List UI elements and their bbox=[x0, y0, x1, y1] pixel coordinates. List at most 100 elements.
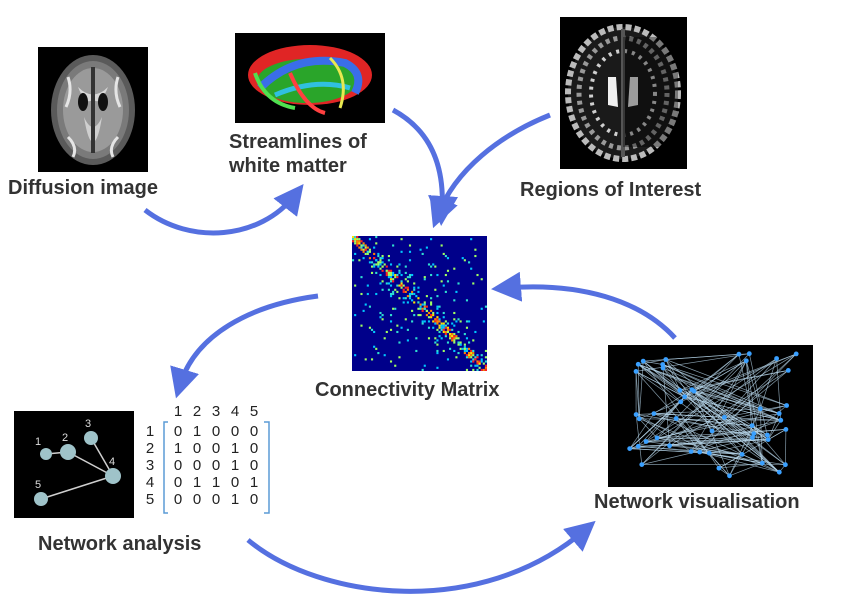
heatmap-cell bbox=[434, 341, 437, 344]
heatmap-cell bbox=[444, 254, 447, 258]
heatmap-cell bbox=[400, 250, 403, 253]
heatmap-cell bbox=[379, 257, 382, 260]
adjacency-row-header: 1 bbox=[146, 423, 154, 440]
heatmap-cell bbox=[379, 267, 382, 270]
heatmap-cell bbox=[465, 356, 469, 359]
graph-node-3 bbox=[84, 431, 98, 445]
heatmap-cell bbox=[383, 354, 386, 357]
heatmap-cell bbox=[411, 292, 414, 296]
heatmap-cell bbox=[476, 362, 479, 365]
heatmap-cell bbox=[387, 282, 390, 285]
heatmap-cell bbox=[370, 261, 374, 264]
heatmap-cell bbox=[413, 301, 416, 304]
heatmap-cell bbox=[368, 257, 371, 260]
network-node bbox=[793, 351, 799, 357]
heatmap-cell bbox=[381, 314, 384, 317]
heatmap-cell bbox=[442, 311, 445, 315]
heatmap-cell bbox=[402, 301, 405, 304]
heatmap-cell bbox=[360, 244, 363, 247]
heatmap-cell bbox=[449, 347, 452, 350]
graph-node-label-1: 1 bbox=[35, 436, 41, 448]
heatmap-cell bbox=[398, 269, 401, 272]
heatmap-cell bbox=[417, 290, 420, 293]
network-edge bbox=[679, 360, 747, 391]
heatmap-cell bbox=[457, 337, 460, 340]
heatmap-cell bbox=[442, 284, 445, 287]
heatmap-cell bbox=[451, 335, 454, 338]
network-node bbox=[688, 449, 694, 454]
network-edge bbox=[718, 454, 743, 469]
graph-node-2 bbox=[60, 444, 76, 460]
network-edge bbox=[638, 361, 644, 419]
graph-node-label-5: 5 bbox=[35, 479, 41, 491]
heatmap-cell bbox=[480, 358, 483, 361]
heatmap-cell bbox=[354, 236, 357, 239]
heatmap-cell bbox=[373, 330, 376, 334]
heatmap-cell bbox=[457, 341, 460, 344]
heatmap-cell bbox=[423, 307, 426, 310]
heatmap-cell bbox=[482, 320, 485, 323]
network-edge bbox=[693, 390, 743, 455]
heatmap-cell bbox=[421, 307, 424, 310]
heatmap-cell bbox=[465, 347, 469, 350]
heatmap-cell bbox=[417, 286, 420, 289]
heatmap-cell bbox=[406, 301, 409, 304]
heatmap-cell bbox=[442, 252, 445, 255]
adjacency-cell: 0 bbox=[212, 491, 220, 508]
heatmap-cell bbox=[356, 240, 359, 243]
heatmap-cell bbox=[392, 271, 395, 274]
heatmap-cell bbox=[470, 352, 473, 355]
heatmap-cell bbox=[457, 330, 460, 334]
network-edge bbox=[656, 437, 769, 440]
heatmap-cell bbox=[408, 295, 412, 298]
network-node bbox=[783, 427, 789, 432]
adjacency-col-header: 1 bbox=[174, 403, 182, 420]
heatmap-cell bbox=[404, 265, 407, 268]
adjacency-cell: 0 bbox=[174, 423, 182, 440]
network-node bbox=[660, 365, 666, 371]
heatmap-cell bbox=[465, 349, 469, 353]
network-edge bbox=[693, 390, 753, 438]
heatmap-cell bbox=[449, 337, 452, 340]
network-edge bbox=[629, 413, 655, 449]
network-edge bbox=[629, 448, 710, 454]
heatmap-cell bbox=[362, 309, 365, 312]
heatmap-cell bbox=[430, 314, 433, 317]
heatmap-cell bbox=[356, 236, 359, 239]
network-node bbox=[736, 351, 742, 357]
heatmap-cell bbox=[446, 328, 450, 331]
network-edge bbox=[665, 359, 753, 438]
network-edge bbox=[635, 371, 685, 398]
heatmap-cell bbox=[385, 269, 388, 272]
heatmap-cell bbox=[404, 297, 407, 300]
heatmap-cell bbox=[394, 276, 397, 279]
heatmap-cell bbox=[463, 259, 466, 262]
network-node bbox=[716, 465, 722, 471]
matrix-right-bracket bbox=[264, 421, 270, 514]
network-edge bbox=[729, 462, 763, 477]
heatmap-cell bbox=[446, 257, 450, 260]
heatmap-cell bbox=[366, 246, 369, 249]
graph-node-1 bbox=[40, 448, 52, 460]
network-edge bbox=[662, 364, 787, 406]
heatmap-cell bbox=[404, 290, 407, 293]
heatmap-cell bbox=[421, 252, 424, 255]
heatmap-cell bbox=[436, 339, 439, 342]
heatmap-cell bbox=[381, 318, 384, 321]
heatmap-cell bbox=[400, 284, 403, 287]
heatmap-cell bbox=[465, 337, 469, 340]
heatmap-cell bbox=[442, 316, 445, 319]
network-node bbox=[633, 369, 639, 374]
heatmap-cell bbox=[480, 368, 483, 371]
heatmap-cell bbox=[465, 368, 469, 371]
heatmap-cell bbox=[358, 242, 361, 245]
heatmap-cell bbox=[436, 305, 439, 308]
roi-image bbox=[560, 17, 687, 169]
heatmap-cell bbox=[408, 297, 412, 300]
heatmap-cell bbox=[472, 349, 475, 353]
heatmap-cell bbox=[379, 316, 382, 319]
heatmap-cell bbox=[400, 280, 403, 283]
heatmap-cell bbox=[385, 271, 388, 274]
heatmap-cell bbox=[389, 295, 393, 298]
heatmap-cell bbox=[430, 297, 433, 300]
